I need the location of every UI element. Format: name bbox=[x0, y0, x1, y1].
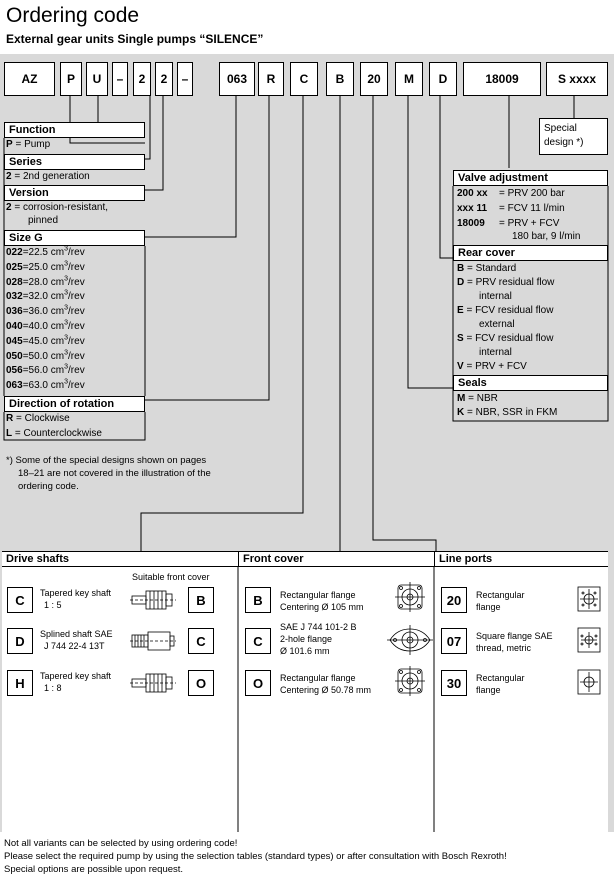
code-box-rotation: R bbox=[258, 62, 284, 96]
ports-header: Line ports bbox=[434, 551, 608, 567]
bottom-panel bbox=[2, 551, 608, 832]
size-row: 045=45.0 cm3/rev bbox=[6, 334, 85, 347]
tapered-shaft-icon bbox=[130, 673, 176, 693]
footer-line2: Please select the required pump by using… bbox=[4, 851, 507, 862]
cover-code-o: O bbox=[188, 670, 214, 696]
page-subtitle: External gear units Single pumps “SILENC… bbox=[6, 32, 264, 46]
front-code-c: C bbox=[245, 628, 271, 654]
valve-row-cont: 180 bar, 9 l/min bbox=[512, 231, 581, 242]
valve-header: Valve adjustment bbox=[453, 170, 608, 186]
square-flange-port-icon bbox=[577, 627, 601, 653]
series-header: Series bbox=[4, 154, 145, 170]
rectangular-flange-icon bbox=[395, 582, 425, 612]
function-row: P = Pump bbox=[6, 139, 51, 150]
special-design-line1: Special bbox=[544, 123, 577, 134]
rotation-header: Direction of rotation bbox=[4, 396, 145, 412]
size-row: 022=22.5 cm3/rev bbox=[6, 245, 85, 258]
code-box-seal: M bbox=[395, 62, 423, 96]
code-box-two-b: 2 bbox=[155, 62, 173, 96]
version-header: Version bbox=[4, 185, 145, 201]
port-code-20: 20 bbox=[441, 587, 467, 613]
code-box-two-a: 2 bbox=[133, 62, 151, 96]
special-design-line2: design *) bbox=[544, 137, 584, 148]
code-box-dash2: – bbox=[177, 62, 193, 96]
port-code-30: 30 bbox=[441, 670, 467, 696]
rear-row: B = Standard bbox=[457, 263, 517, 274]
size-row: 063=63.0 cm3/rev bbox=[6, 378, 85, 392]
size-row: 040=40.0 cm3/rev bbox=[6, 319, 85, 332]
drive-code-d: D bbox=[7, 628, 33, 654]
valve-row: 18009= PRV + FCV bbox=[457, 218, 560, 229]
size-row: 032=32.0 cm3/rev bbox=[6, 290, 85, 303]
front-code-b: B bbox=[245, 587, 271, 613]
drive-header: Drive shafts bbox=[2, 551, 238, 567]
front-header: Front cover bbox=[238, 551, 434, 567]
footnote: *) Some of the special designs shown on … bbox=[6, 455, 211, 492]
size-row: 036=36.0 cm3/rev bbox=[6, 304, 85, 318]
series-row: 2 = 2nd generation bbox=[6, 171, 90, 182]
code-box-u: U bbox=[86, 62, 108, 96]
code-box-size: 063 bbox=[219, 62, 255, 96]
version-row: 2 = corrosion-resistant, bbox=[6, 202, 108, 213]
rectangular-port-icon bbox=[577, 669, 601, 695]
size-row: 025=25.0 cm3/rev bbox=[6, 260, 85, 273]
size-row: 028=28.0 cm3/rev bbox=[6, 275, 85, 288]
code-box-port: 20 bbox=[360, 62, 388, 96]
seals-row: M = NBR bbox=[457, 393, 498, 404]
code-box-az: AZ bbox=[4, 62, 55, 96]
seals-row: K = NBR, SSR in FKM bbox=[457, 407, 558, 418]
rectangular-flange-icon bbox=[395, 666, 425, 696]
valve-row: 200 xx= PRV 200 bar bbox=[457, 188, 565, 199]
port-code-07: 07 bbox=[441, 628, 467, 654]
page-title: Ordering code bbox=[6, 4, 140, 27]
splined-shaft-icon bbox=[130, 631, 176, 651]
rotation-row: L = Counterclockwise bbox=[6, 428, 102, 439]
drive-code-c: C bbox=[7, 587, 33, 613]
code-box-special: S xxxx bbox=[546, 62, 608, 96]
rotation-row: R = Clockwise bbox=[6, 413, 70, 424]
special-design-box: Special design *) bbox=[539, 118, 608, 155]
rectangular-port-icon bbox=[577, 586, 601, 612]
function-header: Function bbox=[4, 122, 145, 138]
code-box-cover: B bbox=[326, 62, 354, 96]
seals-header: Seals bbox=[453, 375, 608, 391]
version-row-cont: pinned bbox=[28, 215, 59, 226]
size-row: 050=50.0 cm3/rev bbox=[6, 349, 85, 362]
footer-line1: Not all variants can be selected by usin… bbox=[4, 838, 238, 849]
valve-row: xxx 11= FCV 11 l/min bbox=[457, 203, 565, 214]
code-box-valve-code: 18009 bbox=[463, 62, 541, 96]
tapered-shaft-icon bbox=[130, 590, 176, 610]
size-header: Size G bbox=[4, 230, 145, 246]
footer-line3: Special options are possible upon reques… bbox=[4, 864, 184, 875]
cover-code-c: C bbox=[188, 628, 214, 654]
rear-header: Rear cover bbox=[453, 245, 608, 261]
front-code-o: O bbox=[245, 670, 271, 696]
drive-code-h: H bbox=[7, 670, 33, 696]
code-box-shaft: C bbox=[290, 62, 318, 96]
code-box-p: P bbox=[60, 62, 82, 96]
rear-row: V = PRV + FCV bbox=[457, 361, 527, 372]
two-hole-flange-icon bbox=[387, 625, 433, 655]
code-box-dash1: – bbox=[112, 62, 128, 96]
suitable-front-cover-label: Suitable front cover bbox=[132, 572, 210, 582]
cover-code-b: B bbox=[188, 587, 214, 613]
size-row: 056=56.0 cm3/rev bbox=[6, 364, 85, 377]
code-box-valve: D bbox=[429, 62, 457, 96]
